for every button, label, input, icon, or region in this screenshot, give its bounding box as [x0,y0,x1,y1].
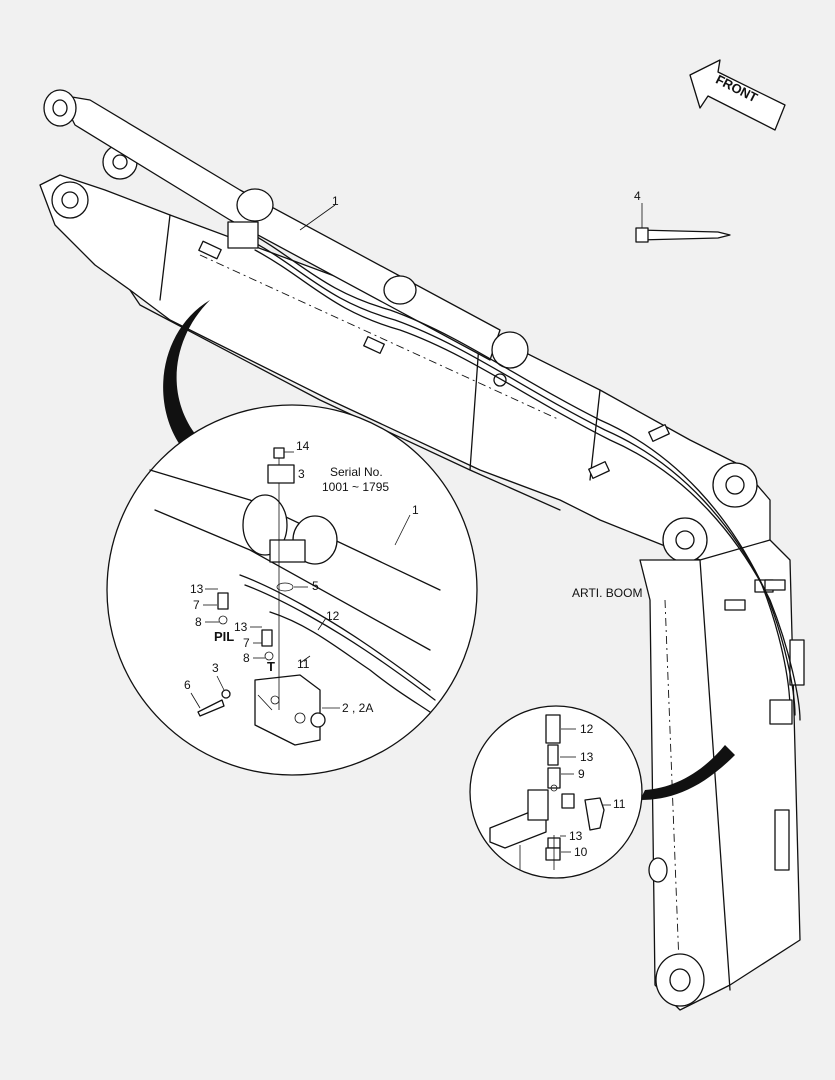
callout-1-detail: 1 [412,503,419,517]
port-t: T [267,659,275,674]
callout-5: 5 [312,579,319,593]
callout-12-right: 12 [580,722,594,736]
detail-arrow-right [640,745,735,800]
callout-8-b: 8 [243,651,250,665]
callout-2: 2 , 2A [342,701,373,715]
detail-arrow-left [163,300,210,445]
callout-4: 4 [634,189,641,203]
callout-14: 14 [296,439,310,453]
callout-3-top: 3 [298,467,305,481]
callout-13-a: 13 [190,582,204,596]
serial-box [267,464,295,484]
leader-1 [299,204,336,231]
detail-circle-left [106,404,478,776]
callout-13-right-b: 13 [569,829,583,843]
port-pil: PIL [214,629,234,644]
serial-line2: 1001 ~ 1795 [322,480,389,494]
callout-11-right: 11 [613,797,626,811]
callout-8-a: 8 [195,615,202,629]
callout-9: 9 [578,767,585,781]
callout-12-detail: 12 [326,609,340,623]
hoses [227,221,801,725]
cable-tie: 4 [634,189,731,243]
arti-boom-label: ARTI. BOOM [572,586,642,600]
callout-3-bottom: 3 [212,661,219,675]
arm-cylinder [43,89,529,387]
callout-7-b: 7 [243,636,250,650]
callout-6: 6 [184,678,191,692]
callout-1-main: 1 [332,194,339,208]
boom-body [39,144,771,586]
callout-7-a: 7 [193,598,200,612]
callout-11-detail: 11 [297,657,310,671]
callout-13-right-a: 13 [580,750,594,764]
callout-10: 10 [574,845,588,859]
serial-line1: Serial No. [330,465,383,479]
detail-circle-right [469,705,643,879]
front-arrow: FRONT [689,59,786,131]
callout-13-b: 13 [234,620,248,634]
arti-boom [639,539,805,1011]
